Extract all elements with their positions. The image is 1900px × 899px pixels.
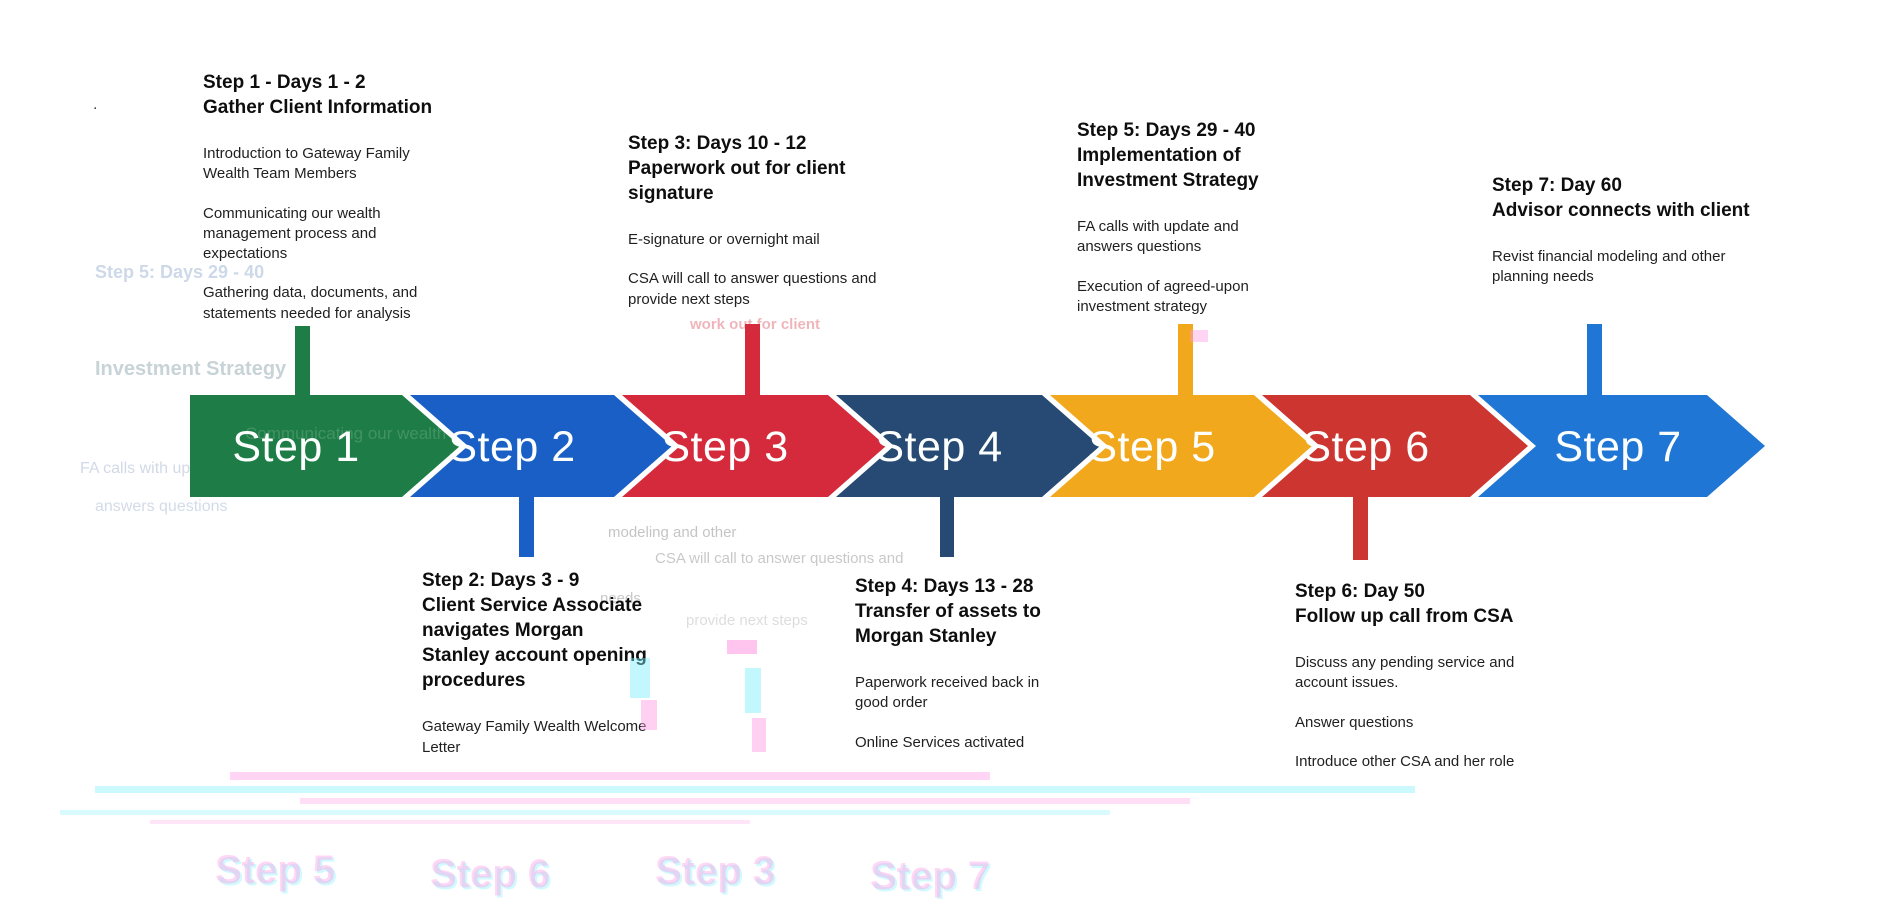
arrow-label-step2: Step 2 [448,423,575,471]
tick-step2 [519,497,534,557]
step3-point: E-signature or overnight mail [628,231,820,249]
step3-point: CSA will call to answer questions and pr… [628,270,877,308]
tick-step7 [1587,324,1602,395]
step2-point: Gateway Family Wealth Welcome Letter [422,718,647,756]
step7-point: Revist financial modeling and other plan… [1492,248,1726,286]
tick-step1 [295,326,310,395]
arrow-label-step6: Step 6 [1302,423,1429,471]
arrow-step4 [836,395,1100,497]
arrow-step3 [622,395,886,497]
tick-step3 [745,324,760,395]
arrow-step2 [410,395,672,497]
step5-point: Execution of agreed-upon investment stra… [1077,277,1249,315]
arrow-label-step5: Step 5 [1088,423,1215,471]
arrow-step7 [1478,395,1765,497]
arrow-label-step1: Step 1 [232,423,359,471]
step5-point: FA calls with update and answers questio… [1077,218,1239,256]
tick-step6 [1353,497,1368,560]
step6-point: Introduce other CSA and her role [1295,752,1515,770]
arrow-step6 [1262,395,1528,497]
step4-point: Paperwork received back in good order [855,674,1040,712]
step6-point: Discuss any pending service and account … [1295,654,1515,692]
stray-dot: . [93,96,98,113]
arrow-step1 [190,395,460,497]
arrow-label-step4: Step 4 [875,423,1002,471]
arrow-label-step3: Step 3 [661,423,788,471]
tick-step5 [1178,324,1193,395]
step1-point: Communicating our wealth management proc… [203,204,381,263]
step1-point: Gathering data, documents, and statement… [203,284,418,322]
step6-point: Answer questions [1295,713,1414,731]
step4-point: Online Services activated [855,733,1025,751]
tick-step4 [940,497,954,557]
arrow-step5 [1050,395,1312,497]
arrow-label-step7: Step 7 [1554,423,1681,471]
step1-point: Introduction to Gateway Family Wealth Te… [203,145,410,183]
